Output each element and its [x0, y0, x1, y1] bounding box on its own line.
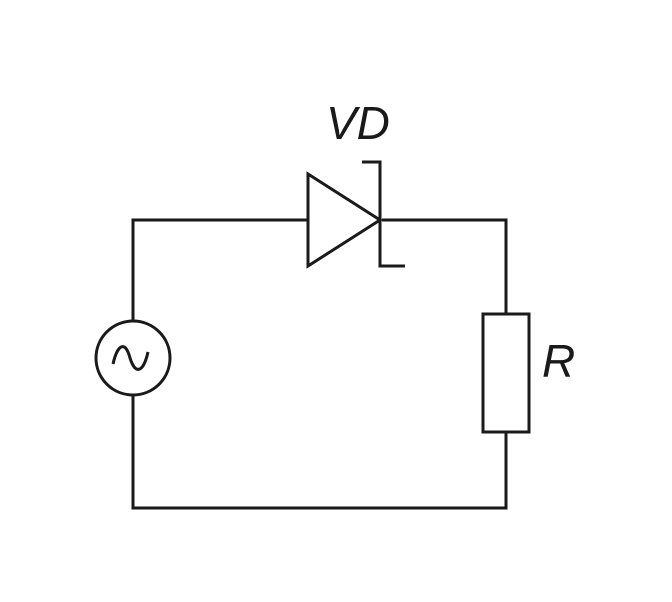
wire-right-bottom — [131, 396, 508, 510]
ac-source-icon — [94, 319, 172, 397]
wire-left — [131, 218, 308, 322]
diode-label: VD — [326, 97, 390, 149]
zener-diode-icon — [306, 160, 405, 269]
wire-top-right — [382, 218, 508, 314]
resistor-label: R — [542, 335, 576, 387]
resistor-icon — [481, 312, 531, 434]
